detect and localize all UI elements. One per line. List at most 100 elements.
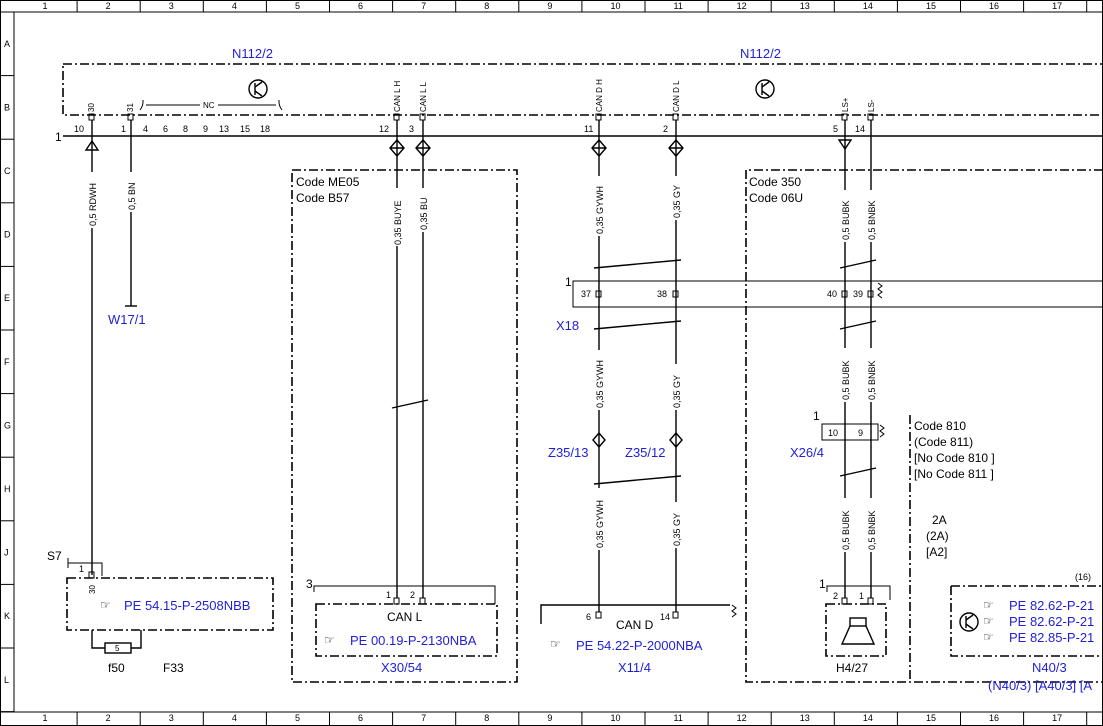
svg-text:0,35 BUYE: 0,35 BUYE [393, 200, 403, 245]
column-number: 7 [421, 713, 426, 723]
svg-text:15: 15 [240, 124, 250, 134]
column-number: 8 [484, 1, 489, 11]
ref-pe-54-22[interactable]: PE 54.22-P-2000NBA [576, 638, 703, 653]
svg-text:1: 1 [819, 577, 826, 591]
svg-text:8: 8 [183, 124, 188, 134]
svg-text:1: 1 [121, 124, 126, 134]
column-number: 2 [106, 713, 111, 723]
h4-27-label: H4/27 [836, 661, 868, 675]
fuse-f33: 5 f50 F33 [91, 630, 184, 675]
ref-pe-54-15[interactable]: PE 54.15-P-2508NBB [124, 598, 250, 613]
z35-12-label: Z35/12 [625, 445, 665, 460]
svg-text:39: 39 [853, 289, 863, 299]
svg-text:2: 2 [663, 124, 668, 134]
column-number: 3 [169, 1, 174, 11]
column-number: 1 [43, 713, 48, 723]
pointing-hand-icon: ☞ [324, 633, 335, 647]
x18-connector: 1 37 38 40 39 X18 [556, 275, 1103, 333]
column-number: 16 [989, 713, 999, 723]
column-number: 15 [926, 1, 936, 11]
svg-text:40: 40 [827, 289, 837, 299]
column-number: 4 [232, 1, 237, 11]
speaker-icon [840, 617, 876, 645]
svg-text:1: 1 [79, 564, 84, 574]
column-number: 11 [674, 713, 683, 723]
svg-text:0,5 BUBK: 0,5 BUBK [841, 360, 851, 400]
svg-text:S7: S7 [47, 549, 62, 563]
column-number: 17 [1052, 713, 1062, 723]
svg-text:13: 13 [219, 124, 229, 134]
svg-text:9: 9 [858, 428, 863, 438]
column-number: 13 [800, 713, 810, 723]
wire-labels: 0,5 RDWH 0,5 BN 0,35 BUYE 0,35 BU 0,35 G… [86, 172, 877, 552]
code-350-region: Code 350 Code 06U [745, 169, 1103, 683]
svg-text:0,5 BNBK: 0,5 BNBK [867, 360, 877, 400]
s7-switch: S7 1 30 ☞ PE 54.15-P-2508NBB [47, 549, 274, 631]
svg-text:0,35 GY: 0,35 GY [672, 185, 682, 218]
pin-31-label: 31 [126, 103, 135, 112]
column-number: 2 [106, 1, 111, 11]
row-letter: B [4, 102, 10, 112]
svg-text:0,35 GYWH: 0,35 GYWH [595, 186, 605, 234]
svg-text:(2A): (2A) [926, 529, 949, 543]
svg-text:[A2]: [A2] [926, 545, 947, 559]
svg-text:Code 06U: Code 06U [749, 191, 803, 205]
n40-3-label: N40/3 [1032, 660, 1067, 675]
nc-label: NC [203, 101, 215, 110]
column-number: 14 [863, 1, 873, 11]
svg-text:4: 4 [143, 124, 148, 134]
ref-pe-82-62a[interactable]: PE 82.62-P-21 [1009, 598, 1094, 613]
svg-text:0,35 GY: 0,35 GY [672, 375, 682, 408]
svg-text:2: 2 [833, 591, 838, 601]
ref-pe-00-19[interactable]: PE 00.19-P-2130NBA [350, 633, 477, 648]
column-number: 12 [737, 1, 747, 11]
svg-text:1: 1 [813, 409, 820, 423]
svg-text:10: 10 [74, 124, 84, 134]
svg-text:2A: 2A [932, 513, 947, 527]
svg-text:0,35 GYWH: 0,35 GYWH [595, 500, 605, 548]
row-letter: F [4, 357, 10, 367]
svg-text:10: 10 [828, 428, 838, 438]
column-number: 17 [1052, 1, 1062, 11]
svg-text:12: 12 [379, 124, 389, 134]
svg-text:14: 14 [855, 124, 865, 134]
pointing-hand-icon: ☞ [983, 614, 994, 628]
svg-text:0,35 BU: 0,35 BU [419, 197, 429, 230]
pin-30-label: 30 [87, 103, 96, 112]
column-number: 5 [295, 713, 300, 723]
svg-text:6: 6 [586, 612, 591, 622]
svg-text:Code 810: Code 810 [914, 419, 966, 433]
svg-text:18: 18 [260, 124, 270, 134]
svg-text:9: 9 [203, 124, 208, 134]
svg-text:0,35 GYWH: 0,35 GYWH [595, 360, 605, 408]
svg-text:1: 1 [565, 275, 572, 289]
x11-4-label: X11/4 [618, 660, 651, 675]
x30-54-connector: 3 1 2 CAN L ☞ PE 00.19-P-2130NBA X30/54 [306, 577, 498, 675]
svg-text:0,5 BUBK: 0,5 BUBK [841, 200, 851, 240]
column-number: 9 [547, 1, 552, 11]
pointing-hand-icon: ☞ [550, 637, 561, 651]
svg-text:5: 5 [115, 644, 120, 653]
row-letter: G [4, 420, 11, 430]
pin-can-ll-label: CAN L L [419, 82, 428, 112]
pin-can-dh-label: CAN D H [595, 79, 604, 112]
row-letter: H [4, 484, 11, 494]
can-l-label: CAN L [387, 610, 423, 624]
pin-can-dl-label: CAN D L [672, 80, 681, 112]
pin-can-lh-label: CAN L H [393, 81, 402, 112]
column-number: 1 [43, 1, 48, 11]
transistor-icon [248, 79, 268, 99]
x30-54-label: X30/54 [381, 660, 422, 675]
transistor-icon [755, 79, 775, 99]
bus-pin-1: 1 [55, 130, 62, 144]
column-number: 4 [232, 713, 237, 723]
ref-pe-82-62b[interactable]: PE 82.62-P-21 [1009, 614, 1094, 629]
ref-pe-82-85[interactable]: PE 82.85-P-21 [1009, 630, 1094, 645]
column-number: 10 [610, 713, 620, 723]
svg-text:0,35 GY: 0,35 GY [672, 513, 682, 546]
column-number: 10 [610, 1, 620, 11]
svg-text:[No Code 810 ]: [No Code 810 ] [914, 451, 995, 465]
row-letter: C [4, 166, 11, 176]
